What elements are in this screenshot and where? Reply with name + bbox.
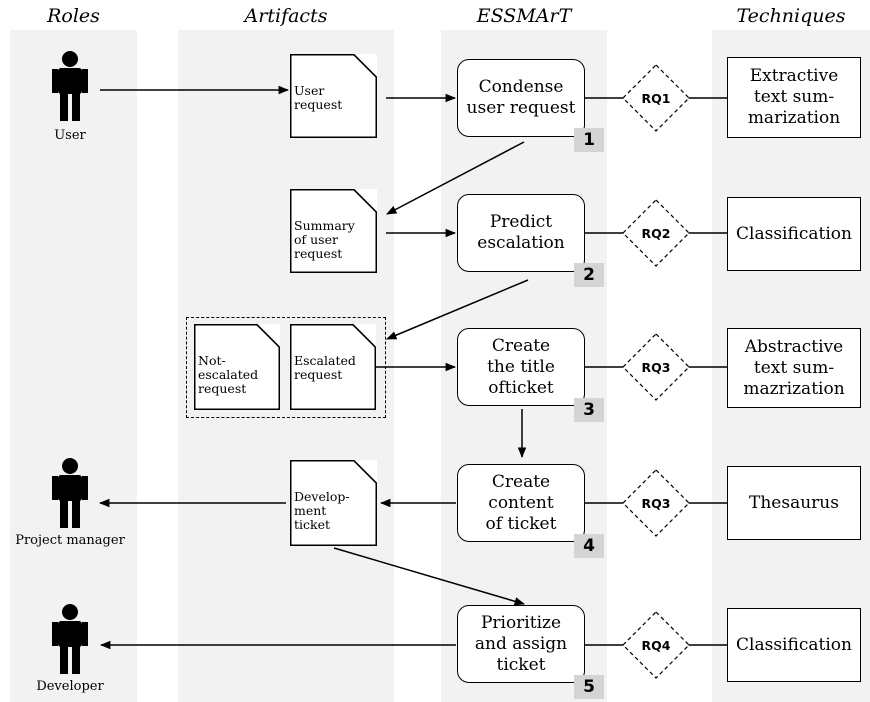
step-3-line-2: the title [487, 356, 555, 377]
not-escalated-line-1: Not- [198, 353, 226, 368]
step-2-line-1: Predict [489, 212, 553, 232]
step-5-number-badge: 5 [574, 675, 604, 699]
step-1-line-2: user request [466, 98, 576, 118]
developer-person-icon [52, 604, 88, 674]
dev-ticket-line-2: ment [294, 503, 327, 518]
technique-1-line-1: Extractive [749, 66, 839, 86]
roles-lane [10, 30, 137, 702]
step-5-line-3: ticket [496, 654, 546, 675]
user-role-label: User [54, 128, 86, 143]
step-5-line-1: Prioritize [480, 612, 562, 633]
step-4-line-1: Create [491, 471, 551, 492]
technique-5-line-1: Classification [736, 634, 852, 655]
dev-ticket-line-1: Develop- [294, 489, 350, 504]
step-3-line-1: Create [491, 335, 551, 356]
step-3-line-3: ofticket [488, 377, 554, 398]
step-4-number-badge: 4 [574, 534, 604, 558]
developer-role-label: Developer [36, 679, 104, 694]
rq1-diamond: RQ1 [622, 64, 690, 132]
rq3-content-label: RQ3 [641, 495, 671, 511]
project-manager-role-label: Project manager [15, 533, 125, 548]
technique-classification-escalation: Classification [727, 197, 861, 271]
technique-3-line-1: Abstractive [744, 336, 844, 357]
not-escalated-line-3: request [198, 381, 247, 396]
technique-2-line-1: Classification [736, 223, 852, 244]
step-1-line-1: Condense [478, 77, 564, 97]
escalated-line-1: Escalated [294, 353, 356, 368]
summary-line-2: of user [294, 232, 338, 247]
rq4-diamond: RQ4 [622, 611, 690, 679]
roles-header: Roles [47, 5, 100, 27]
dev-ticket-line-3: ticket [294, 517, 331, 532]
rq3-title-label: RQ3 [641, 359, 671, 375]
essmart-header: ESSMArT [476, 5, 572, 27]
technique-3-line-3: mazrization [743, 378, 845, 399]
technique-3-line-2: text sum- [753, 357, 835, 378]
technique-thesaurus: Thesaurus [727, 466, 861, 540]
technique-1-line-3: marization [747, 108, 841, 128]
rq2-label: RQ2 [641, 225, 671, 241]
rq3-diamond-title: RQ3 [622, 333, 690, 401]
user-request-line-1: User [294, 83, 325, 98]
technique-classification-prioritize: Classification [727, 608, 861, 682]
rq2-diamond: RQ2 [622, 199, 690, 267]
escalated-line-2: request [294, 367, 343, 382]
technique-4-line-1: Thesaurus [749, 492, 839, 513]
step-1-number-badge: 1 [574, 128, 604, 152]
summary-line-3: request [294, 246, 343, 261]
techniques-header: Techniques [736, 5, 846, 27]
rq4-label: RQ4 [641, 637, 671, 653]
step-3-number-badge: 3 [574, 398, 604, 422]
user-request-line-2: request [294, 97, 343, 112]
summary-line-1: Summary [294, 218, 355, 233]
not-escalated-line-2: escalated [198, 367, 259, 382]
step-4-line-3: of ticket [485, 513, 557, 534]
rq1-label: RQ1 [641, 90, 671, 106]
step-4-line-2: content [488, 492, 554, 513]
step-5-line-2: and assign [474, 633, 568, 654]
technique-1-line-2: text sum- [753, 87, 835, 107]
project-manager-person-icon [52, 458, 88, 528]
user-person-icon [52, 51, 88, 121]
artifacts-header: Artifacts [244, 5, 328, 27]
step-2-number-badge: 2 [574, 263, 604, 287]
step-2-line-2: escalation [477, 233, 565, 253]
rq3-diamond-content: RQ3 [622, 469, 690, 537]
